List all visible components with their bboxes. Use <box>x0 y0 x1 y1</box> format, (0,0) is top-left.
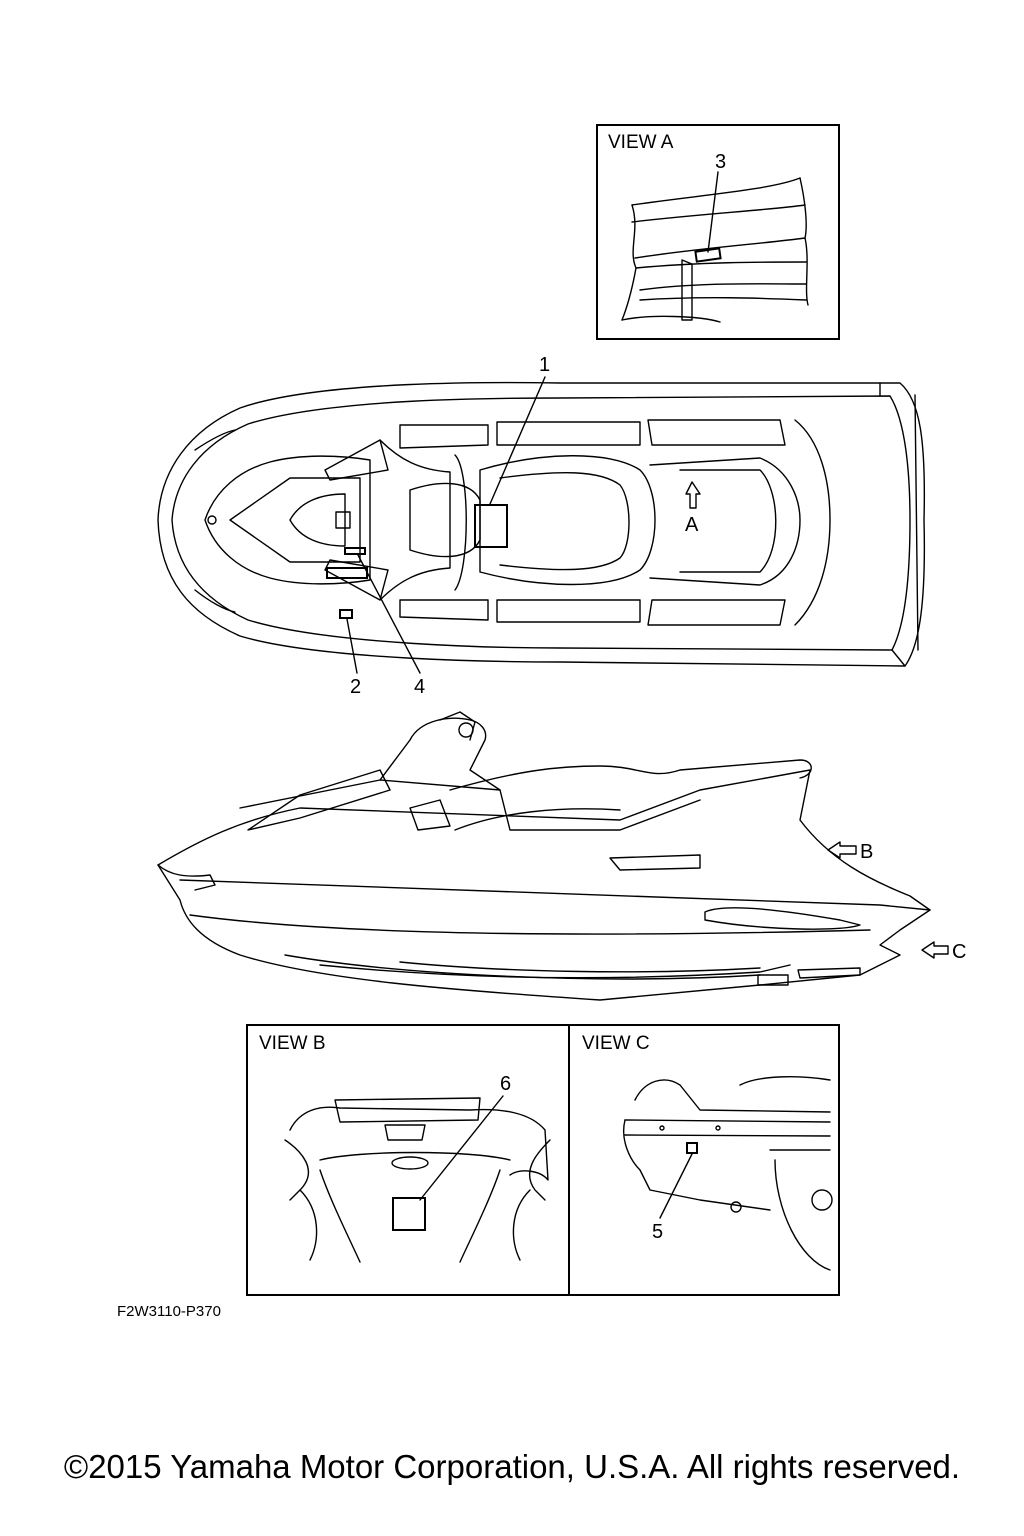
top-view-watercraft: 1 A <box>157 354 926 698</box>
view-a-drawing <box>621 171 809 323</box>
figure-code: F2W3110-P370 <box>117 1303 221 1320</box>
top-callout-2: 2 <box>350 676 361 698</box>
side-view-watercraft: B C <box>157 711 966 1001</box>
view-b-frame <box>246 1024 570 1296</box>
view-b-callout: 6 <box>500 1073 511 1095</box>
view-a-frame <box>596 124 840 340</box>
side-arrow-c-label: C <box>952 941 966 963</box>
label-5-decal <box>686 1142 698 1154</box>
view-c-title: VIEW C <box>582 1033 650 1054</box>
view-c-panel: VIEW C 5 <box>568 1024 840 1296</box>
leader-6 <box>419 1095 504 1201</box>
arrow-c-icon <box>921 941 949 959</box>
view-c-frame <box>568 1024 840 1296</box>
leader-5 <box>659 1153 693 1219</box>
label-1-decal <box>474 504 508 548</box>
view-b-title: VIEW B <box>259 1033 326 1054</box>
label-6-decal <box>392 1197 426 1231</box>
label-4-decal <box>344 547 366 555</box>
view-b-panel: VIEW B 6 <box>246 1024 570 1296</box>
top-callout-4: 4 <box>414 676 425 698</box>
arrow-b-icon <box>827 841 857 859</box>
leader-4 <box>357 554 421 674</box>
side-arrow-b-label: B <box>860 841 873 863</box>
top-callout-1: 1 <box>539 354 550 376</box>
view-c-callout: 5 <box>652 1221 663 1243</box>
copyright-notice: ©2015 Yamaha Motor Corporation, U.S.A. A… <box>64 1448 960 1485</box>
view-a-callout: 3 <box>715 151 726 173</box>
label-2-decal <box>339 609 353 619</box>
view-c-drawing <box>623 1076 833 1271</box>
view-a-title: VIEW A <box>608 132 674 153</box>
view-b-drawing <box>284 1095 551 1263</box>
view-a-panel: VIEW A 3 <box>596 124 840 340</box>
top-arrow-a-label: A <box>685 514 699 536</box>
leader-2 <box>346 618 358 674</box>
leader-1 <box>489 376 546 505</box>
